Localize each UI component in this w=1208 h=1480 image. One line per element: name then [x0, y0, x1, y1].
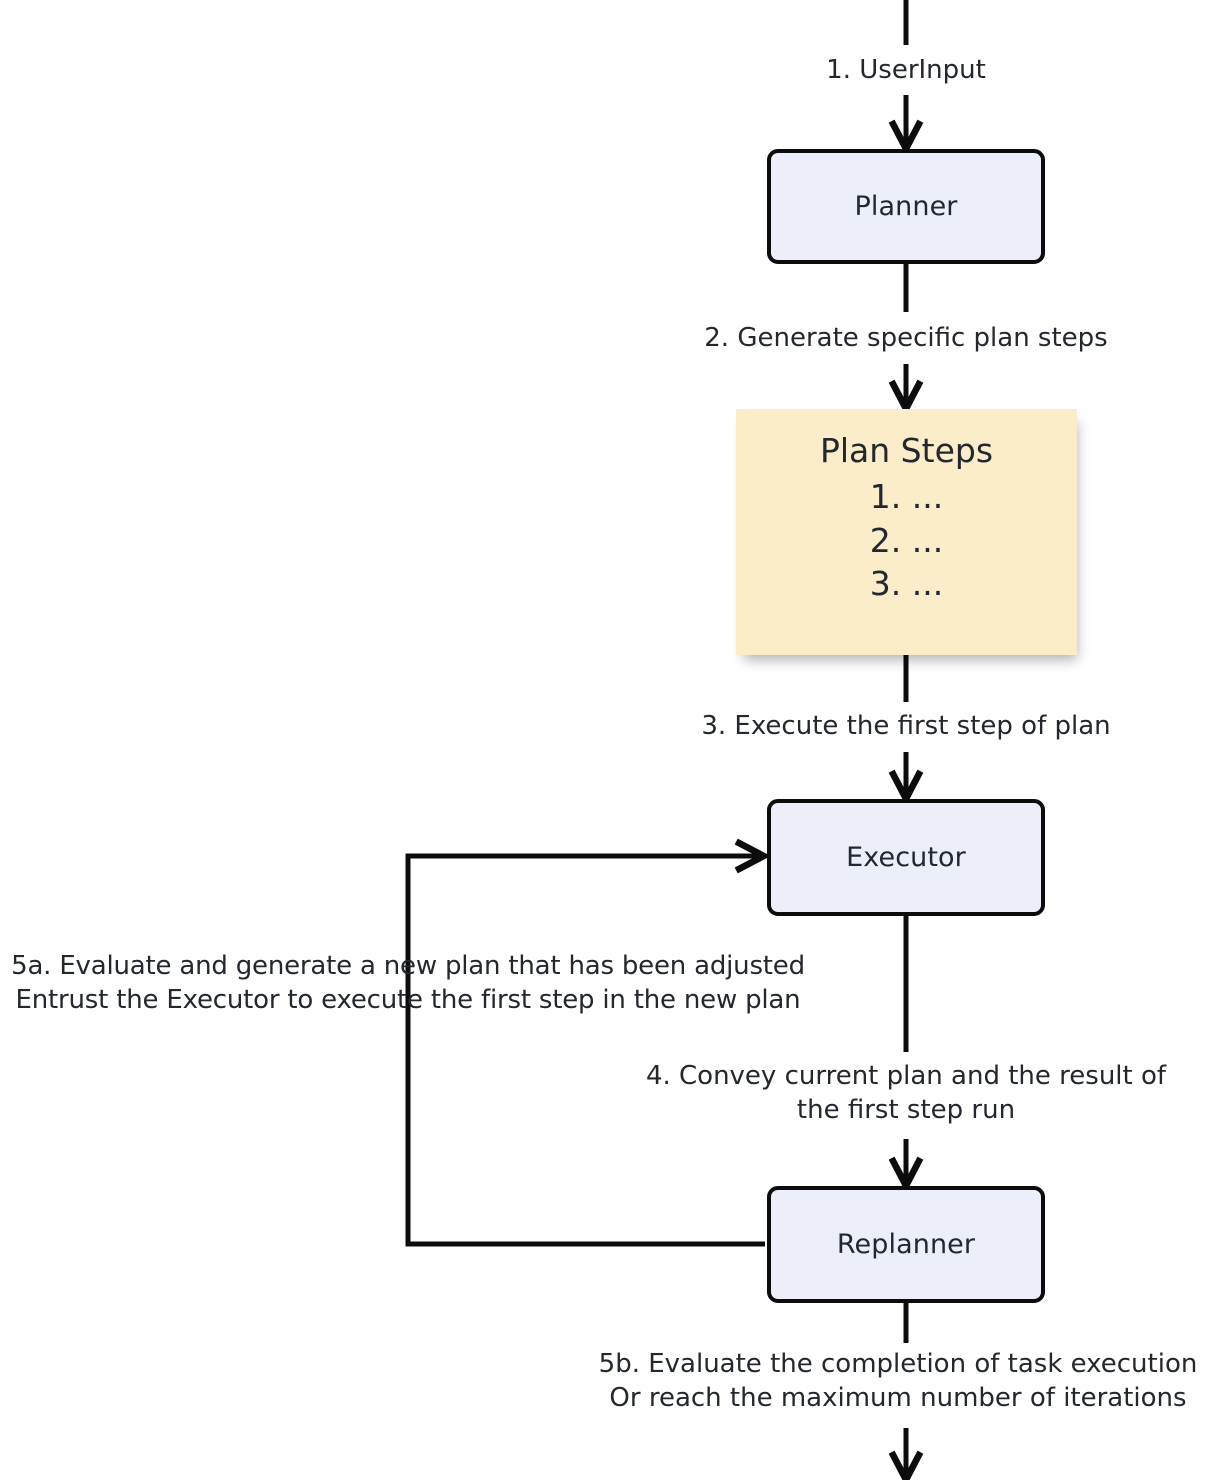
edge-label-1-user-input: 1. UserInput: [826, 55, 986, 85]
node-replanner-label: Replanner: [836, 1229, 976, 1260]
plan-steps-title: Plan Steps: [819, 431, 994, 470]
plan-steps-item-2: 2. ...: [869, 520, 944, 560]
node-executor-label: Executor: [846, 842, 966, 873]
node-replanner[interactable]: Replanner: [767, 1186, 1045, 1303]
node-executor[interactable]: Executor: [767, 799, 1045, 916]
plan-steps-item-3: 3. ...: [869, 564, 944, 604]
edge-label-5a-replan-loop: 5a. Evaluate and generate a new plan tha…: [11, 951, 805, 1015]
node-planner[interactable]: Planner: [767, 149, 1045, 264]
plan-steps-item-1: 1. ...: [869, 477, 944, 517]
edge-label-4-convey-plan-result: 4. Convey current plan and the result of…: [645, 1061, 1167, 1125]
node-planner-label: Planner: [854, 191, 958, 222]
node-plan-steps[interactable]: Plan Steps 1. ... 2. ... 3. ...: [736, 409, 1077, 655]
edge-label-5b-task-complete: 5b. Evaluate the completion of task exec…: [598, 1349, 1198, 1413]
edge-label-2-generate-plan: 2. Generate specific plan steps: [704, 323, 1108, 353]
edge-label-3-execute-first-step: 3. Execute the first step of plan: [701, 711, 1111, 741]
edge-replanner-to-executor-loop: [405, 856, 765, 1247]
